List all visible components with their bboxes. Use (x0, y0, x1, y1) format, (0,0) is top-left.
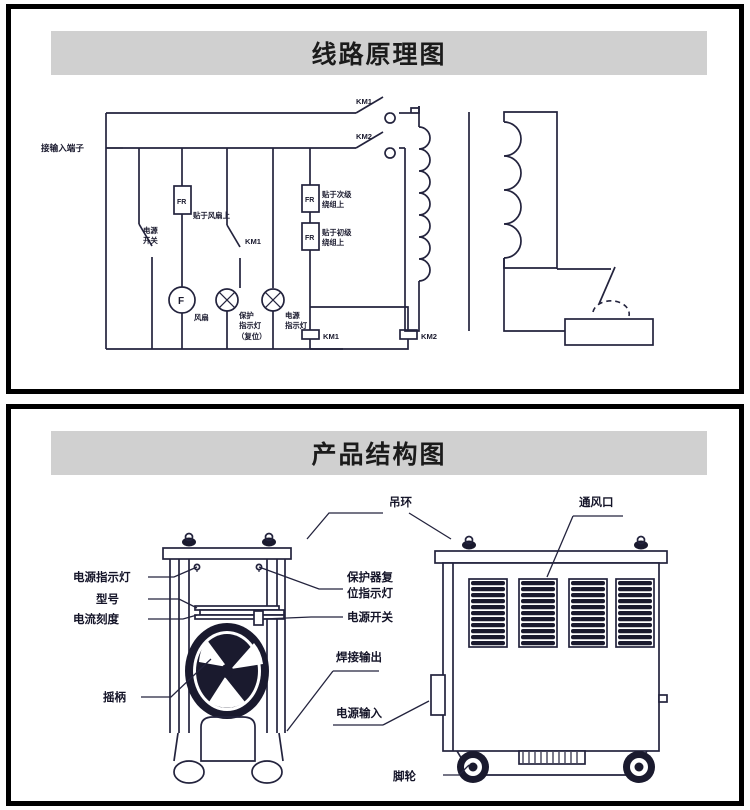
km2-contact-label: KM2 (356, 132, 372, 141)
thermal-relay-fan-tag: FR (177, 199, 186, 206)
km1-branch-label: KM1 (245, 237, 262, 246)
protection-lamp-label-2: 指示灯 (239, 321, 262, 330)
weld-output-terminal (658, 694, 668, 703)
circuit-title-bar: 线路原理图 (51, 31, 707, 75)
label-model: 型号 (96, 592, 119, 606)
power-switch-body (253, 610, 264, 626)
power-indicator-lamp (261, 288, 285, 312)
welding-electrode (598, 266, 616, 305)
power-indicator-lamp-front (193, 563, 201, 571)
label-vent: 通风口 (579, 495, 614, 509)
label-power-switch: 电源开关 (347, 610, 393, 624)
label-caster: 脚轮 (393, 769, 416, 783)
label-crank-handle: 摇柄 (103, 690, 126, 704)
label-power-indicator: 电源指示灯 (73, 570, 131, 584)
structure-drawing-area: 吊环 通风口 电源指示灯 型号 电流刻度 保护器复 位指示灯 (11, 409, 739, 801)
hand-crank-wheel (185, 623, 269, 719)
lifting-ring-front-left (182, 532, 196, 547)
welding-arc (592, 300, 630, 317)
transformer-primary-winding (404, 106, 431, 332)
fan-motor-letter: F (178, 296, 184, 307)
base-cover (200, 716, 256, 762)
protection-lamp-label-1: 保护 (238, 311, 254, 320)
bottom-vent (518, 750, 586, 765)
thermal-relay-secondary-tag: FR (305, 197, 314, 204)
label-power-input: 电源输入 (336, 706, 382, 720)
side-view-unit (430, 535, 668, 783)
thermal-relay-fan-note: 贴于风扇上 (192, 211, 231, 220)
thermal-relay-secondary-note-1: 贴于次级 (321, 190, 352, 199)
protector-reset-indicator-front (255, 563, 263, 571)
caster-side-left (457, 751, 489, 783)
lifting-ring-side-left (462, 535, 476, 550)
thermal-relay-primary-note-1: 贴于初级 (321, 228, 352, 237)
km1-contact-label: KM1 (356, 97, 373, 106)
circuit-drawing-area: KM1 KM2 接输入端子 电源 开关 FR (11, 9, 739, 389)
label-protector-reset-1: 保护器复 (346, 570, 393, 584)
structure-svg: 吊环 通风口 电源指示灯 型号 电流刻度 保护器复 位指示灯 (73, 495, 668, 784)
workpiece-block (564, 318, 654, 346)
caster-side-right (623, 751, 655, 783)
front-view-unit (162, 532, 292, 784)
power-switch-label-line1: 电源 (143, 226, 158, 235)
label-current-scale: 电流刻度 (73, 612, 119, 626)
label-protector-reset-2: 位指示灯 (347, 586, 393, 600)
power-switch-label-line2: 开关 (143, 236, 158, 245)
thermal-relay-primary-tag: FR (305, 235, 314, 242)
thermal-relay-primary-note-2: 绕组上 (322, 238, 345, 247)
transformer-secondary-winding (503, 111, 558, 269)
structure-diagram-panel: 产品结构图 (6, 404, 744, 806)
power-input-box (430, 674, 446, 716)
protection-lamp-label-3: （复位） (237, 332, 267, 341)
lifting-ring-side-right (634, 535, 648, 550)
fan-label: 风扇 (194, 313, 209, 322)
thermal-relay-secondary-note-2: 绕组上 (322, 200, 345, 209)
lifting-ring-front-right (262, 532, 276, 547)
structure-title-bar: 产品结构图 (51, 431, 707, 475)
km2-coil-label: KM2 (421, 332, 437, 341)
current-scale-plate (194, 605, 285, 620)
caster-front-left (173, 760, 205, 784)
circuit-svg: KM1 KM2 接输入端子 电源 开关 FR (41, 96, 654, 350)
caster-front-right (251, 760, 283, 784)
label-weld-output: 焊接输出 (336, 650, 382, 664)
structure-title-text: 产品结构图 (311, 440, 447, 469)
power-lamp-label-1: 电源 (285, 311, 300, 320)
ventilation-louvers (468, 578, 655, 648)
km1-coil-label: KM1 (323, 332, 340, 341)
label-lifting-ring: 吊环 (389, 495, 412, 509)
circuit-diagram-panel: 线路原理图 KM1 KM2 (6, 4, 744, 394)
km1-coil-body (301, 329, 320, 340)
circuit-title-text: 线路原理图 (311, 40, 447, 69)
power-lamp-label-2: 指示灯 (285, 321, 308, 330)
input-terminal-label: 接输入端子 (41, 142, 84, 154)
protection-indicator-lamp (215, 288, 239, 312)
